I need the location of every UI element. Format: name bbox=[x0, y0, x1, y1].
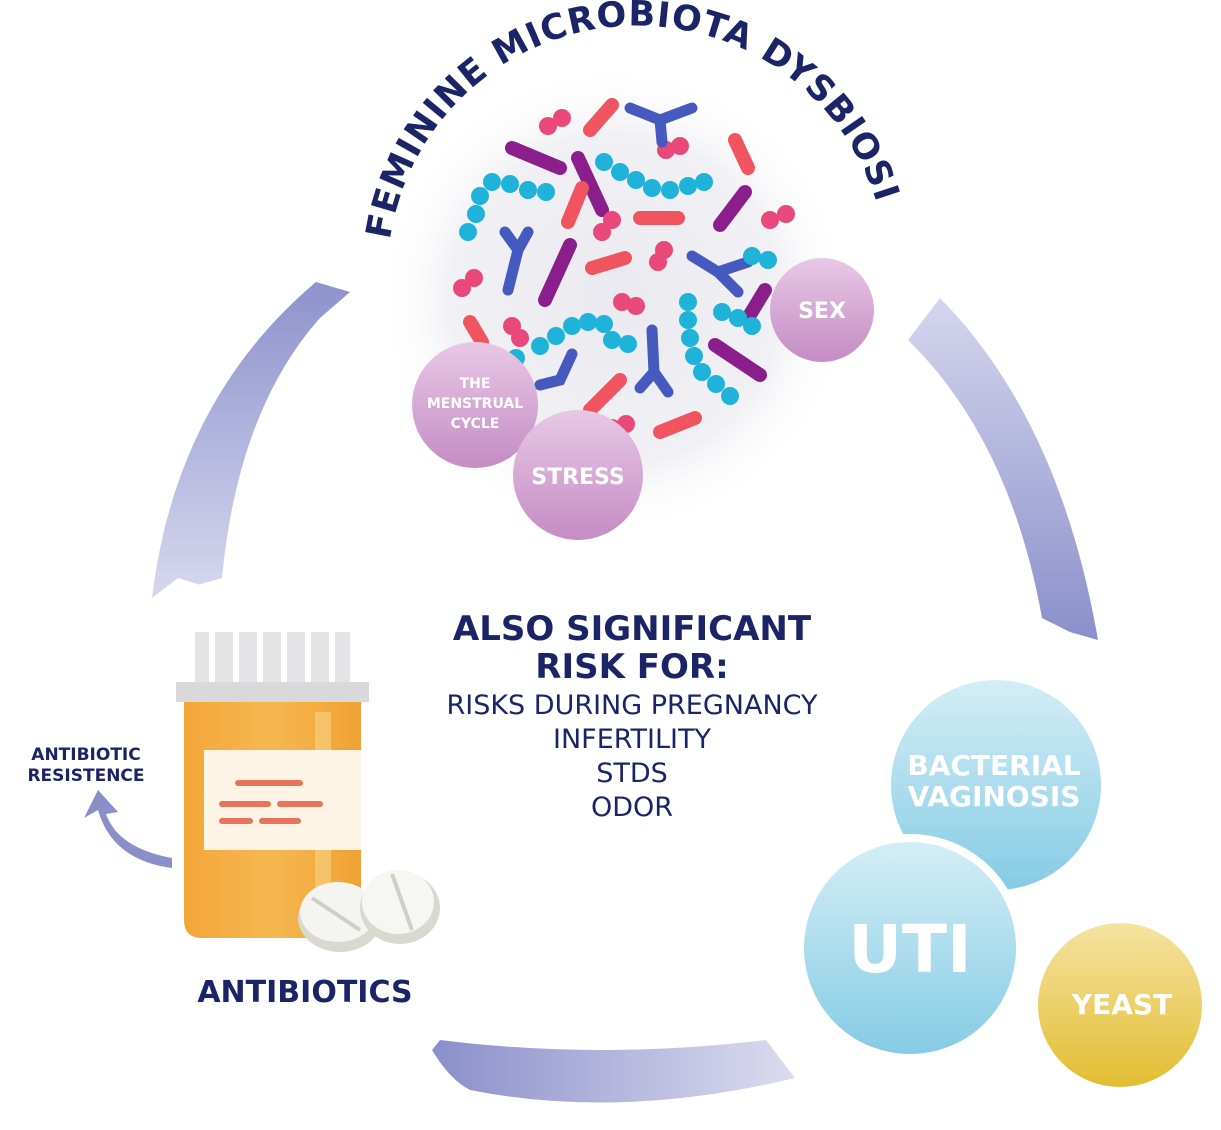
factor-menstrual-line-1: THE bbox=[460, 376, 491, 392]
antibiotics-label: ANTIBIOTICS bbox=[197, 975, 412, 1010]
risk-item-stds: STDS bbox=[596, 758, 668, 789]
arrow-antibiotics-to-dysbiosis bbox=[152, 282, 350, 598]
factor-menstrual-line-2: MENSTRUAL bbox=[427, 396, 523, 412]
risk-item-odor: ODOR bbox=[591, 792, 673, 823]
center-risk-text: ALSO SIGNIFICANT RISK FOR: RISKS DURING … bbox=[446, 609, 818, 823]
resistance-label-line-1: ANTIBIOTIC bbox=[31, 745, 140, 765]
yeast-circle bbox=[1038, 923, 1202, 1087]
infection-yeast: YEAST bbox=[1038, 923, 1202, 1087]
risk-item-pregnancy: RISKS DURING PREGNANCY bbox=[446, 690, 818, 721]
yeast-label: YEAST bbox=[1071, 988, 1172, 1021]
risk-heading-line-1: ALSO SIGNIFICANT bbox=[453, 609, 812, 649]
arrow-infections-to-antibiotics bbox=[432, 1040, 795, 1103]
infection-uti: UTI bbox=[796, 834, 1024, 1062]
cycle-arrows bbox=[84, 282, 1098, 1103]
factor-stress-label: STRESS bbox=[531, 465, 625, 490]
factor-menstrual-cycle: THE MENSTRUAL CYCLE bbox=[412, 342, 538, 468]
arrow-resistance bbox=[84, 790, 172, 868]
bottle-cap bbox=[195, 632, 350, 687]
factor-sex: SEX bbox=[770, 258, 874, 362]
factor-stress: STRESS bbox=[513, 410, 643, 540]
factor-stress-circle bbox=[513, 410, 643, 540]
factor-sex-label: SEX bbox=[798, 299, 846, 324]
pill-bottle bbox=[176, 632, 440, 952]
factor-menstrual-line-3: CYCLE bbox=[451, 416, 500, 432]
bv-label-line-1: BACTERIAL bbox=[907, 749, 1080, 782]
factor-sex-circle bbox=[770, 258, 874, 362]
microbe-cluster bbox=[453, 98, 795, 439]
resistance-label-line-2: RESISTENCE bbox=[27, 766, 144, 786]
bottle-cap-rim bbox=[176, 682, 369, 702]
bv-label-line-2: VAGINOSIS bbox=[908, 780, 1081, 813]
uti-circle bbox=[796, 834, 1024, 1062]
risk-item-infertility: INFERTILITY bbox=[553, 724, 711, 755]
bottle-label bbox=[204, 750, 361, 850]
arrow-dysbiosis-to-infections bbox=[908, 298, 1098, 640]
risk-heading-line-2: RISK FOR: bbox=[535, 647, 728, 687]
factor-menstrual-circle bbox=[412, 342, 538, 468]
uti-label: UTI bbox=[848, 911, 971, 988]
